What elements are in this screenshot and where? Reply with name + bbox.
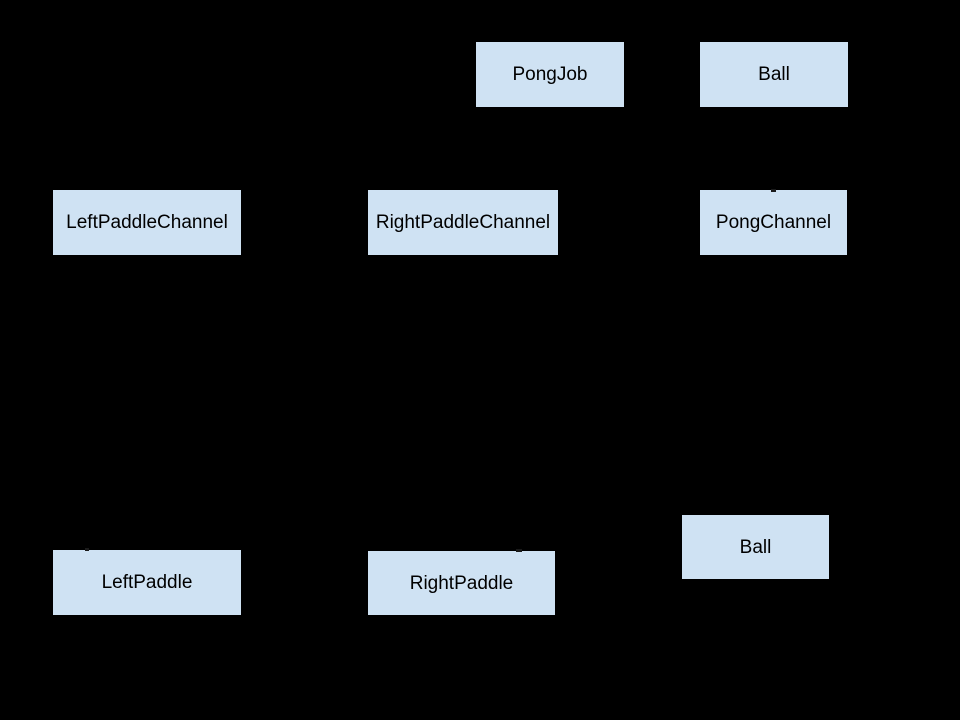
node-label: Ball bbox=[739, 536, 772, 558]
node-label: RightPaddle bbox=[409, 572, 514, 594]
node-label: RightPaddleChannel bbox=[375, 212, 551, 233]
arrowhead-artifact bbox=[85, 548, 89, 551]
node-left-paddle: LeftPaddle bbox=[53, 550, 241, 615]
arrowhead-artifact bbox=[771, 189, 776, 192]
node-left-paddle-channel: LeftPaddleChannel bbox=[53, 190, 241, 255]
node-ball-top: Ball bbox=[700, 42, 848, 107]
node-label: Ball bbox=[758, 64, 790, 85]
node-label: PongChannel bbox=[715, 212, 832, 233]
node-right-paddle-channel: RightPaddleChannel bbox=[368, 190, 558, 255]
node-ball-bottom: Ball bbox=[682, 515, 829, 579]
node-label: LeftPaddle bbox=[101, 572, 193, 593]
node-label: PongJob bbox=[512, 64, 588, 85]
node-pong-channel: PongChannel bbox=[700, 190, 847, 255]
node-right-paddle: RightPaddle bbox=[368, 551, 555, 615]
node-label: LeftPaddleChannel bbox=[66, 212, 228, 233]
arrowhead-artifact bbox=[516, 549, 522, 552]
node-pongjob: PongJob bbox=[476, 42, 624, 107]
